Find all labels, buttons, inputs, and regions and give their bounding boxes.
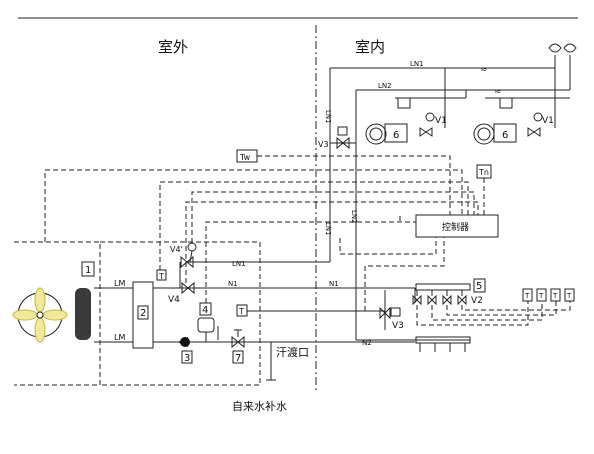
ln2-top-label: LN2 xyxy=(378,82,392,90)
expansion-tank-icon xyxy=(197,317,215,333)
room-t4-label: T xyxy=(566,292,572,300)
component-7-label: 7 xyxy=(235,353,241,364)
component-6b-label: 6 xyxy=(502,130,508,141)
outdoor-unit-left-box xyxy=(14,241,101,386)
component-2-box xyxy=(137,305,149,320)
tw-signal-line xyxy=(257,155,451,215)
v3-top-valve-icon xyxy=(336,126,350,150)
controller-box xyxy=(415,214,499,238)
room-t1-label: T xyxy=(524,292,530,300)
room-signal-3 xyxy=(446,301,557,316)
outlet-taps-icon xyxy=(548,43,577,90)
t-sensor-hx-label: T xyxy=(158,272,164,281)
tn-sensor-label: Tn xyxy=(478,168,489,177)
plate-heat-exchanger xyxy=(132,281,154,349)
fan-coil-unit-a xyxy=(365,68,467,145)
signal-lower-a xyxy=(339,237,437,255)
ln1-vertical-label: LN1 xyxy=(324,110,332,124)
drain-label: 汗渡口 xyxy=(276,345,309,359)
signal-v4-prime xyxy=(191,191,475,243)
fan-icon xyxy=(12,287,68,343)
t-sensor-hx xyxy=(156,269,167,281)
tw-sensor-label: Tw xyxy=(239,153,251,162)
makeup-water-label: 自来水补水 xyxy=(232,400,287,413)
component-5-label: 5 xyxy=(476,281,482,292)
component-3-box xyxy=(181,350,193,364)
t-sensor-return-label: T xyxy=(238,307,244,316)
signal-tank xyxy=(205,221,416,303)
controller-label: 控制器 xyxy=(442,221,469,233)
pump-icon xyxy=(178,337,190,347)
component-5-box xyxy=(473,278,486,293)
v4-prime-label: V4' xyxy=(170,245,183,254)
component-4-label: 4 xyxy=(202,305,208,316)
pipe-break-1: ≈ xyxy=(480,65,488,75)
n1-right-label: N1 xyxy=(329,280,339,288)
v1-a-label: V1 xyxy=(435,116,447,126)
signal-v4 xyxy=(185,201,479,283)
v1-b-label: V1 xyxy=(542,116,554,126)
lm-upper-label: LM xyxy=(114,279,125,288)
outdoor-label: 室外 xyxy=(158,38,188,56)
signal-lower-b xyxy=(364,237,445,311)
outdoor-unit-right-box xyxy=(100,241,261,386)
v3-lower-label: V3 xyxy=(392,321,404,331)
component-6a-label: 6 xyxy=(393,130,399,141)
component-7-box xyxy=(232,350,244,364)
ln1-lower-vertical-label: LN1 xyxy=(324,222,332,236)
makeup-valve-icon xyxy=(231,329,245,349)
fan-coil-unit-b xyxy=(473,68,570,145)
component-3-label: 3 xyxy=(184,353,190,364)
v2-label: V2 xyxy=(471,296,483,306)
ln1-valve-row-label: LN1 xyxy=(232,260,246,268)
room-t3-label: T xyxy=(552,292,558,300)
component-1-label: 1 xyxy=(85,265,91,276)
v3-top-label: V3 xyxy=(318,140,329,149)
supply-manifold xyxy=(415,283,471,291)
room-signal-4 xyxy=(461,301,571,311)
signal-t-sensor xyxy=(159,181,469,270)
ln2-vertical-label: LN2 xyxy=(350,210,358,224)
lm-lower-label: LM xyxy=(114,333,125,342)
return-manifold xyxy=(415,336,471,344)
v4-prime-valve-icon xyxy=(180,242,197,269)
component-1-box xyxy=(81,261,95,277)
return-stubs xyxy=(419,343,466,352)
signal-outdoor-unit xyxy=(44,169,463,242)
pipe-break-2: ≈ xyxy=(494,87,502,97)
ln1-top-label: LN1 xyxy=(410,60,424,68)
v3-lower-valve-icon xyxy=(379,290,401,330)
room-signal-1 xyxy=(416,301,529,326)
n2-label: N2 xyxy=(362,339,372,347)
n1-left-label: N1 xyxy=(228,280,238,288)
coil-icon xyxy=(75,288,91,340)
indoor-label: 室内 xyxy=(355,38,385,56)
outdoor-unit xyxy=(14,241,261,386)
component-2-label: 2 xyxy=(140,308,146,319)
v2-valve-row xyxy=(412,290,467,306)
room-t2-label: T xyxy=(538,292,544,300)
v4-valve-icon xyxy=(181,281,195,295)
v4-label: V4 xyxy=(168,295,180,305)
